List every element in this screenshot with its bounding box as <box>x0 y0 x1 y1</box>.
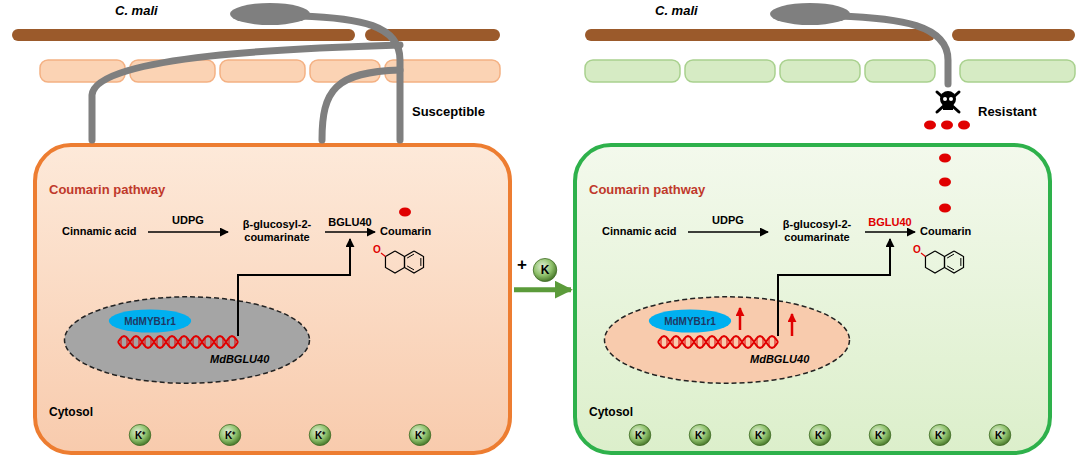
ion-label: K⁺ <box>695 428 705 442</box>
coumarin-dot <box>941 121 953 130</box>
epidermis-layer <box>585 29 935 41</box>
atom-label: O <box>913 243 921 256</box>
metabolite-label: β-glucosyl-2-coumarinate <box>232 218 322 244</box>
fungal-spore <box>230 3 310 25</box>
gene-label: MdBGLU40 <box>210 353 269 365</box>
plus-sign: + <box>517 258 527 271</box>
epidermis-layer <box>365 29 500 41</box>
nucleus-ellipse: MdMYB1r1MdBGLU40 <box>602 295 852 385</box>
fungal-hypha <box>300 16 400 140</box>
pathway-heading: Coumarin pathway <box>589 182 705 197</box>
potassium-ion: K⁺ <box>409 424 431 446</box>
node-shape <box>62 295 312 385</box>
ion-label: K⁺ <box>875 428 885 442</box>
tissue-cell <box>865 60 935 82</box>
metabolite-label: Cinnamic acid <box>62 225 137 238</box>
node-shape <box>602 295 852 385</box>
potassium-ion: K⁺ <box>219 424 241 446</box>
pathogen-name: C. mali <box>655 4 698 17</box>
atom-label: O <box>373 243 381 256</box>
ion-label: K⁺ <box>755 428 765 442</box>
coumarin-dot <box>924 121 936 130</box>
pathway-heading: Coumarin pathway <box>49 182 165 197</box>
enzyme-label: BGLU40 <box>327 216 373 229</box>
potassium-ion: K⁺ <box>309 424 331 446</box>
potassium-ion: K⁺ <box>629 424 651 446</box>
product-label: Coumarin <box>920 225 971 238</box>
transcription-factor-ellipse: MdMYB1r1 <box>108 309 192 333</box>
ion-label: K⁺ <box>135 428 145 442</box>
metabolite-label: β-glucosyl-2-coumarinate <box>772 218 862 244</box>
potassium-ion: K⁺ <box>929 424 951 446</box>
tissue-cell <box>310 60 380 82</box>
fungal-spore <box>770 3 850 25</box>
fungal-hypha <box>322 70 400 140</box>
potassium-supply-circle: K <box>533 258 557 282</box>
epidermis-layer <box>12 29 355 41</box>
fungal-hypha <box>92 45 400 140</box>
tissue-cell <box>385 60 500 82</box>
cell-box: MdMYB1r1MdBGLU40K⁺ K⁺ K⁺ K⁺ Coumarin pathway… <box>33 143 512 455</box>
ion-label: K⁺ <box>315 428 325 442</box>
ion-label: K <box>541 263 550 277</box>
phenotype-label: Resistant <box>978 105 1037 118</box>
nucleus-ellipse: MdMYB1r1MdBGLU40 <box>62 295 312 385</box>
treatment-arrow <box>514 287 571 292</box>
gene-label: MdBGLU40 <box>750 353 809 365</box>
tissue-cell <box>40 60 125 82</box>
skull-symbol <box>937 91 959 112</box>
metabolite-label: Cinnamic acid <box>602 225 677 238</box>
coumarin-dot <box>958 121 970 130</box>
ion-label: K⁺ <box>415 428 425 442</box>
product-label: Coumarin <box>380 225 431 238</box>
potassium-ion: K⁺ <box>689 424 711 446</box>
potassium-ion: K⁺ <box>989 424 1011 446</box>
ion-label: K⁺ <box>935 428 945 442</box>
potassium-ion: K⁺ <box>129 424 151 446</box>
enzyme-label: BGLU40 <box>867 216 913 229</box>
compartment-label: Cytosol <box>49 405 93 419</box>
ion-label: K⁺ <box>815 428 825 442</box>
tissue-cell <box>960 60 1075 82</box>
tissue-cell <box>585 60 680 82</box>
tissue-cell <box>130 60 215 82</box>
potassium-ion: K⁺ <box>869 424 891 446</box>
tissue-cell <box>780 60 860 82</box>
cell-box: MdMYB1r1MdBGLU40K⁺ K⁺ K⁺ K⁺ K⁺ K⁺ K⁺ Coumarin p… <box>573 143 1052 455</box>
ion-label: K⁺ <box>995 428 1005 442</box>
phenotype-label: Susceptible <box>412 105 485 118</box>
transcription-factor-ellipse: MdMYB1r1 <box>648 309 732 333</box>
tissue-cell <box>685 60 775 82</box>
cofactor-label: UDPG <box>172 214 204 227</box>
ion-label: K⁺ <box>225 428 235 442</box>
ion-label: K⁺ <box>635 428 645 442</box>
compartment-label: Cytosol <box>589 405 633 419</box>
protein-label: MdMYB1r1 <box>664 316 716 327</box>
fungal-hypha <box>838 16 948 84</box>
tissue-cell <box>220 60 305 82</box>
protein-label: MdMYB1r1 <box>124 316 176 327</box>
potassium-ion: K⁺ <box>749 424 771 446</box>
epidermis-layer <box>952 29 1075 41</box>
potassium-ion: K⁺ <box>809 424 831 446</box>
pathogen-name: C. mali <box>115 4 158 17</box>
cofactor-label: UDPG <box>712 214 744 227</box>
